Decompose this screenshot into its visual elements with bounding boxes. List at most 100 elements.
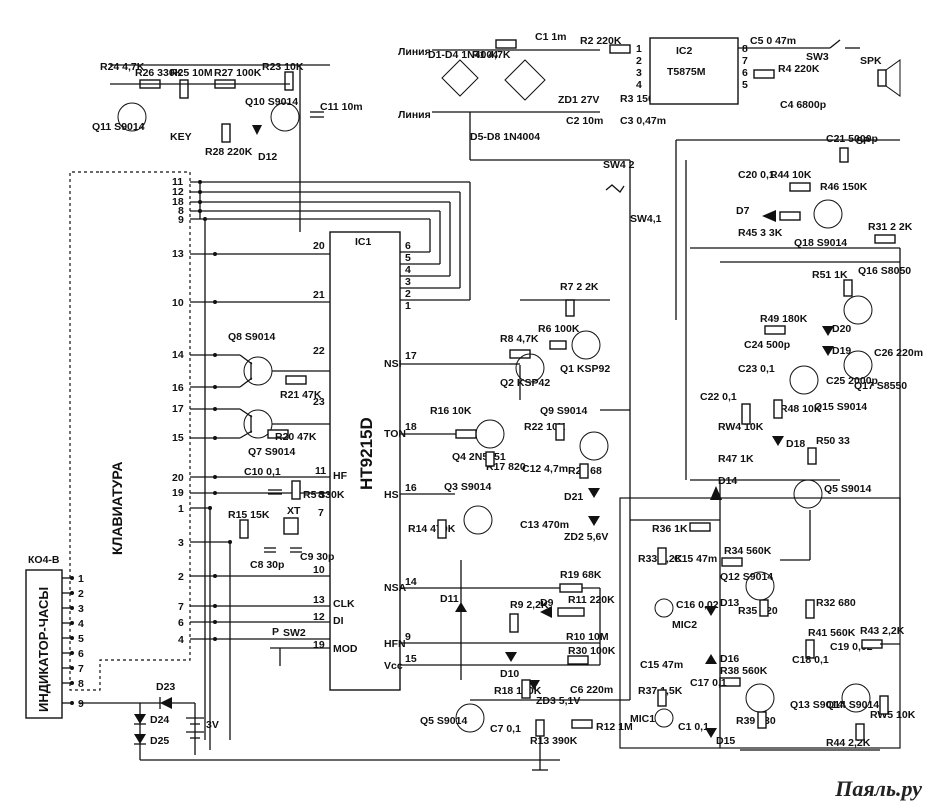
- svg-text:2: 2: [405, 288, 411, 300]
- pin-label: 9: [78, 698, 84, 710]
- svg-text:P: P: [272, 626, 279, 638]
- pin-name: CLK: [333, 598, 355, 610]
- line-input-section: Линия Линия D1-D4 1N4004 R1 4,7K C1 1m Z…: [398, 31, 666, 160]
- svg-text:D5-D8 1N4004: D5-D8 1N4004: [470, 131, 540, 143]
- keyboard-block: КЛАВИАТУРА: [69, 171, 191, 691]
- svg-text:R24 4,7K: R24 4,7K: [100, 61, 145, 73]
- svg-text:R48 10K: R48 10K: [780, 403, 822, 415]
- svg-text:3V: 3V: [206, 719, 219, 731]
- svg-text:6: 6: [742, 67, 748, 79]
- svg-text:R13 390K: R13 390K: [530, 735, 578, 747]
- svg-text:C1 0,1: C1 0,1: [678, 721, 709, 733]
- svg-text:C7 0,1: C7 0,1: [490, 723, 521, 735]
- pin-label: 2: [78, 588, 84, 600]
- pin-label: 1: [78, 573, 84, 585]
- ringer-section: SW4 2 SW4,1 C21 5000p SP C20 0,1 R44 10K…: [603, 133, 913, 480]
- svg-text:14: 14: [172, 349, 184, 361]
- svg-text:SW3: SW3: [806, 51, 829, 63]
- svg-text:D23: D23: [156, 681, 175, 693]
- svg-text:D10: D10: [500, 668, 519, 680]
- svg-text:D18: D18: [786, 438, 805, 450]
- svg-text:XT: XT: [287, 505, 301, 517]
- svg-text:C24 500p: C24 500p: [744, 339, 790, 351]
- svg-text:C6 220m: C6 220m: [570, 684, 613, 696]
- svg-text:RW4 10K: RW4 10K: [718, 421, 764, 433]
- svg-text:R19 68K: R19 68K: [560, 569, 602, 581]
- transistor-q8: Q8 S9014 R21 47K: [228, 331, 330, 401]
- pin-label: 7: [78, 663, 84, 675]
- svg-text:3: 3: [178, 537, 184, 549]
- svg-text:T5875M: T5875M: [667, 66, 706, 78]
- svg-text:C1 1m: C1 1m: [535, 31, 567, 43]
- svg-text:6: 6: [405, 240, 411, 252]
- svg-text:SPK: SPK: [860, 55, 882, 67]
- pin-name: NSA: [384, 582, 407, 594]
- svg-text:SW2: SW2: [283, 627, 306, 639]
- svg-text:3: 3: [405, 276, 411, 288]
- svg-text:D25: D25: [150, 735, 169, 747]
- svg-text:R38 560K: R38 560K: [720, 665, 768, 677]
- svg-text:R51 1K: R51 1K: [812, 269, 848, 281]
- svg-text:8: 8: [742, 43, 748, 55]
- svg-text:R12 1M: R12 1M: [596, 721, 633, 733]
- svg-text:R9 2,2K: R9 2,2K: [510, 599, 549, 611]
- svg-text:D12: D12: [258, 151, 277, 163]
- svg-text:C20 0,1: C20 0,1: [738, 169, 775, 181]
- svg-text:R25 10M: R25 10M: [170, 67, 213, 79]
- svg-text:R2 220K: R2 220K: [580, 35, 622, 47]
- ic1-ht9215d: IC1 HT9215D NSI TON HS NSA HFN Vcc HF CL…: [313, 231, 417, 691]
- svg-text:R47 1K: R47 1K: [718, 453, 754, 465]
- svg-text:11: 11: [172, 176, 183, 188]
- svg-text:R30 100K: R30 100K: [568, 645, 616, 657]
- svg-text:13: 13: [172, 248, 184, 260]
- svg-text:R8 4,7K: R8 4,7K: [500, 333, 539, 345]
- transistor-q7: Q7 S9014 R20 47K: [239, 408, 330, 458]
- svg-text:20: 20: [313, 240, 325, 252]
- svg-text:11: 11: [315, 465, 326, 477]
- pin-name: TON: [384, 428, 406, 440]
- svg-text:D9: D9: [540, 597, 554, 609]
- svg-text:R10 10M: R10 10M: [566, 631, 609, 643]
- svg-text:10: 10: [172, 297, 184, 309]
- svg-text:R32 680: R32 680: [816, 597, 856, 609]
- svg-text:C12 4,7m: C12 4,7m: [522, 463, 568, 475]
- svg-text:C8 30p: C8 30p: [250, 559, 284, 571]
- svg-text:15: 15: [172, 432, 184, 444]
- svg-text:C15 47m: C15 47m: [640, 659, 683, 671]
- svg-text:Линия: Линия: [398, 46, 431, 58]
- svg-text:Q5 S9014: Q5 S9014: [824, 483, 871, 495]
- svg-text:5: 5: [742, 79, 748, 91]
- svg-text:Q12 S9014: Q12 S9014: [720, 571, 773, 583]
- svg-text:1: 1: [178, 503, 184, 515]
- svg-text:8: 8: [178, 205, 184, 217]
- pin-name: NSI: [384, 358, 402, 370]
- svg-text:Q13 S9014: Q13 S9014: [790, 699, 843, 711]
- svg-text:R20 47K: R20 47K: [275, 431, 317, 443]
- svg-text:D24: D24: [150, 714, 169, 726]
- svg-text:R11 220K: R11 220K: [568, 594, 615, 606]
- top-left-section: R24 4,7K R26 330K R25 10M R27 100K R23 1…: [92, 61, 363, 232]
- svg-text:Q15 S9014: Q15 S9014: [814, 401, 867, 413]
- svg-text:C26 220m: C26 220m: [874, 347, 923, 359]
- svg-text:R23 10K: R23 10K: [262, 61, 304, 73]
- svg-text:C9 30p: C9 30p: [300, 551, 334, 563]
- svg-text:7: 7: [742, 55, 748, 67]
- svg-text:SW4,1: SW4,1: [630, 213, 662, 225]
- pin-name: HF: [333, 470, 348, 482]
- svg-text:D15: D15: [716, 735, 735, 747]
- svg-text:R39 330: R39 330: [736, 715, 776, 727]
- connector-ko4-indicator: КО4-В ИНДИКАТОР-ЧАСЫ 1 2 3 4 5 6 7 8 9: [25, 554, 84, 719]
- svg-text:Линия: Линия: [398, 109, 431, 121]
- svg-text:1: 1: [636, 43, 642, 55]
- svg-text:R44 10K: R44 10K: [770, 169, 812, 181]
- svg-text:9: 9: [405, 631, 411, 643]
- svg-text:Q7 S9014: Q7 S9014: [248, 446, 295, 458]
- svg-text:15: 15: [405, 653, 417, 665]
- svg-text:R4 220K: R4 220K: [778, 63, 820, 75]
- svg-text:R31 2 2K: R31 2 2K: [868, 221, 913, 233]
- svg-text:D1-D4 1N4004: D1-D4 1N4004: [428, 49, 498, 61]
- svg-text:C5 0 47m: C5 0 47m: [750, 35, 796, 47]
- svg-text:D21: D21: [564, 491, 583, 503]
